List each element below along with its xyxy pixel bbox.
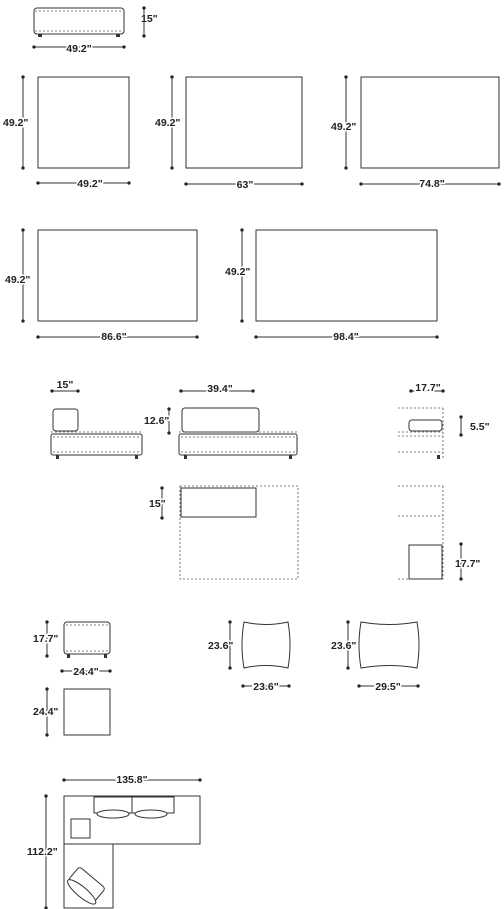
armrest-elevation [398, 407, 444, 459]
module-d [37, 229, 198, 322]
module-d-depth-label: 49.2" [5, 274, 30, 286]
module-e-width-label: 98.4" [333, 331, 358, 343]
pouf-depth-label: 24.4" [33, 706, 58, 718]
armrest-plan [398, 485, 444, 580]
pouf-width-label: 24.4" [73, 666, 98, 678]
cushion-rect [358, 621, 420, 669]
layout-plan [63, 795, 201, 909]
backrest-long-width-label: 39.4" [207, 383, 232, 395]
pouf-elevation [63, 621, 111, 658]
ottoman-elevation [33, 7, 125, 37]
armrest-top-depth-label: 17.7" [455, 558, 480, 570]
module-b-width-label: 63" [237, 179, 254, 191]
module-e-depth-label: 49.2" [225, 266, 250, 278]
ottoman-height-label: 15" [141, 13, 158, 25]
module-d-width-label: 86.6" [101, 331, 126, 343]
cushion-square-width-label: 23.6" [253, 681, 278, 693]
backrest-height-label: 12.6" [144, 415, 169, 427]
cushion-rect-height-label: 23.6" [331, 640, 356, 652]
module-c-width-label: 74.8" [419, 178, 444, 190]
cushion-square-height-label: 23.6" [208, 640, 233, 652]
armrest-width-label: 17.7" [415, 382, 440, 394]
pouf-plan [63, 688, 111, 736]
module-a-depth-label: 49.2" [3, 117, 28, 129]
module-b [185, 76, 303, 169]
module-a [37, 76, 130, 169]
cushion-rect-width-label: 29.5" [375, 681, 400, 693]
pouf-height-label: 17.7" [33, 633, 58, 645]
ottoman-width-label: 49.2" [66, 43, 91, 55]
backrest-small-elevation [50, 408, 143, 459]
backrest-plan [179, 485, 299, 580]
layout-width-label: 135.8" [116, 774, 147, 786]
module-a-width-label: 49.2" [77, 178, 102, 190]
backrest-small-width-label: 15" [57, 379, 74, 391]
backrest-long-elevation [178, 407, 298, 459]
module-c [360, 76, 500, 169]
armrest-height-label: 5.5" [470, 421, 490, 433]
cushion-square [241, 621, 291, 669]
backrest-top-depth-label: 15" [149, 498, 166, 510]
module-b-depth-label: 49.2" [155, 117, 180, 129]
module-c-depth-label: 49.2" [331, 121, 356, 133]
layout-depth-label: 112.2" [27, 846, 58, 858]
module-e [255, 229, 438, 322]
